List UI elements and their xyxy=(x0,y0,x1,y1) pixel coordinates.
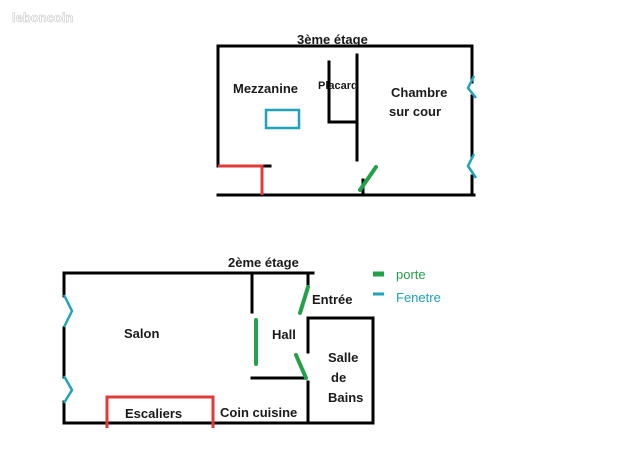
room-label-salle-line3: Bains xyxy=(328,390,363,405)
room-label-chambre-line1: Chambre xyxy=(391,85,447,100)
legend-window-label: Fenetre xyxy=(396,290,441,305)
watermark-logo: leboncoin xyxy=(12,10,73,25)
stairs-marker-floor-3 xyxy=(218,164,264,195)
window-salon-top xyxy=(62,294,74,328)
room-label-salon: Salon xyxy=(124,326,159,341)
room-label-coin-cuisine: Coin cuisine xyxy=(220,405,297,420)
floor-3-plan: 3ème étage Mezzanine Placard Chambre sur… xyxy=(216,32,478,197)
room-label-escaliers: Escaliers xyxy=(125,406,182,421)
door-chambre xyxy=(358,165,378,192)
window-chambre-top xyxy=(466,75,477,99)
room-label-entree: Entrée xyxy=(312,292,352,307)
room-label-hall: Hall xyxy=(272,327,296,342)
legend: porte Fenetre xyxy=(373,267,441,305)
room-label-mezzanine: Mezzanine xyxy=(233,81,298,96)
room-label-salle-line2: de xyxy=(331,370,346,385)
legend-door-label: porte xyxy=(396,267,426,282)
floor-2-walls xyxy=(62,271,375,425)
room-label-chambre-line2: sur cour xyxy=(389,104,441,119)
floor-3-walls xyxy=(216,44,476,197)
room-label-salle-line1: Salle xyxy=(328,350,358,365)
door-entree xyxy=(298,285,310,315)
stairs-marker-floor-2 xyxy=(105,395,215,428)
mezzanine-opening xyxy=(264,108,301,130)
window-chambre-bottom xyxy=(466,153,478,179)
room-label-placard: Placard xyxy=(318,80,358,92)
floor-3-title: 3ème étage xyxy=(297,32,368,47)
floor-2-title: 2ème étage xyxy=(228,255,299,270)
floor-2-plan: 2ème étage Salon Hall Entrée Salle de Ba… xyxy=(62,255,375,428)
door-salle-de-bains xyxy=(294,353,308,380)
window-salon-bottom xyxy=(62,375,74,404)
